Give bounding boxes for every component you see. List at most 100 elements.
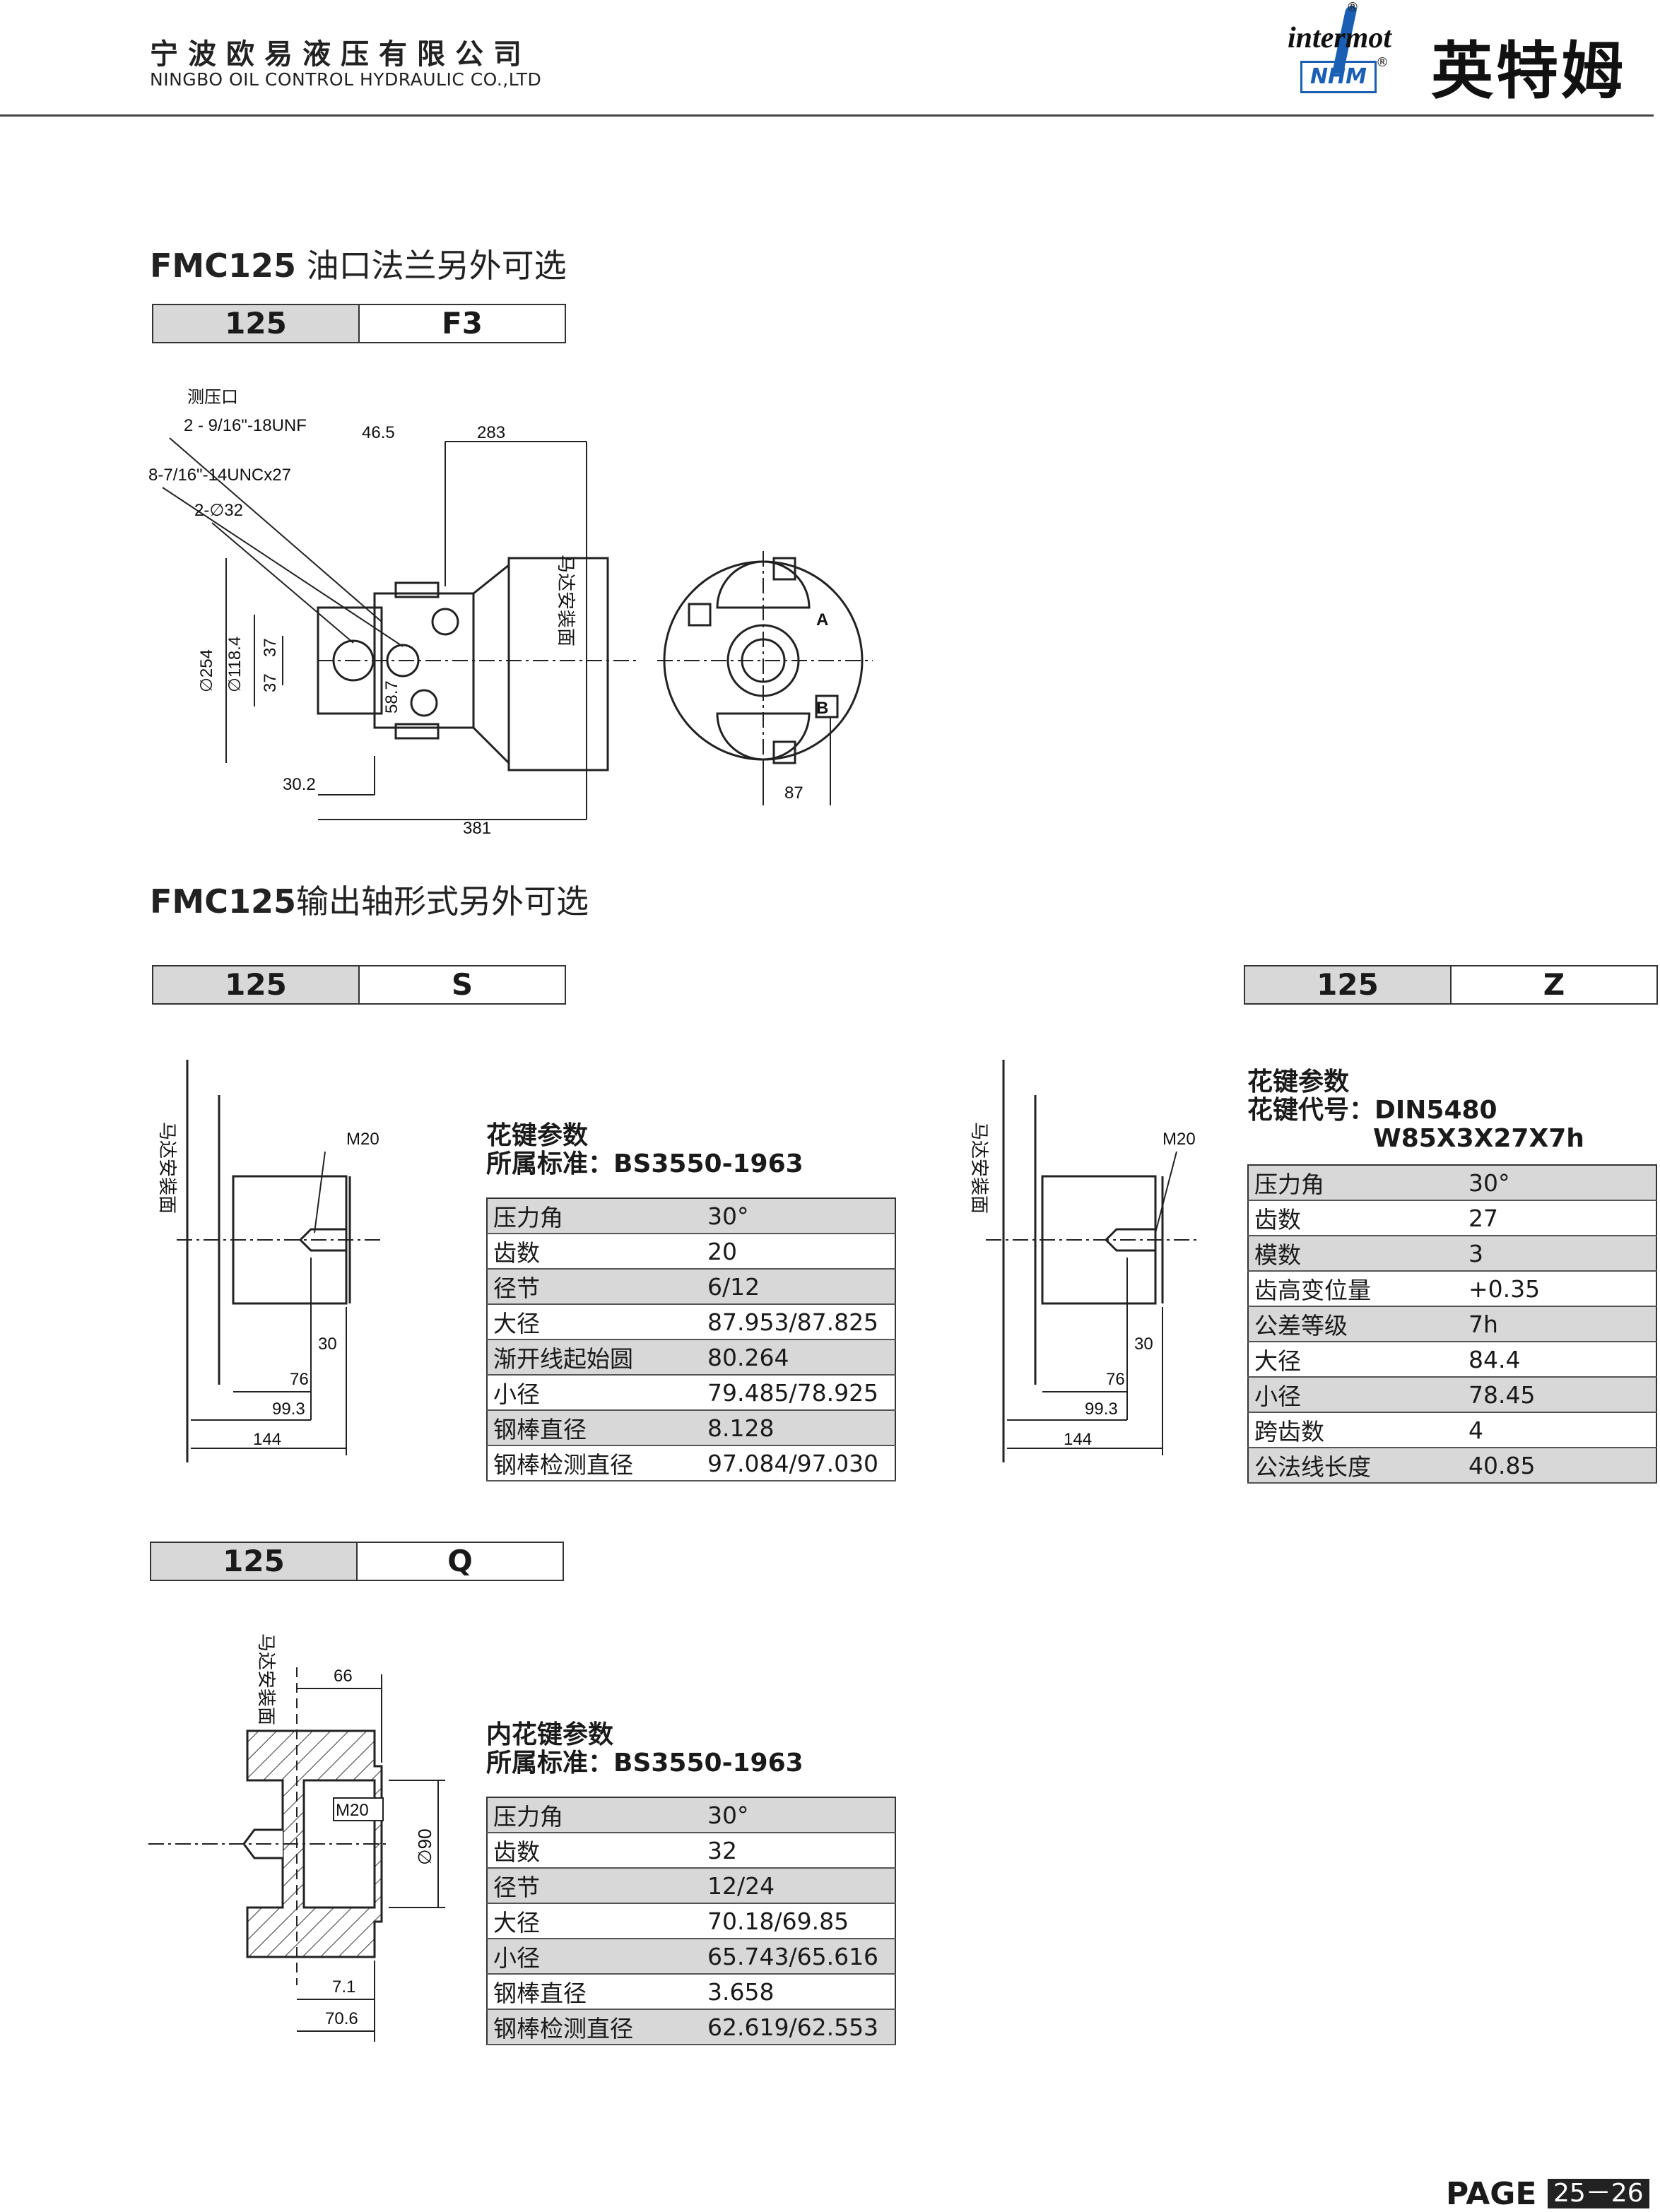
code-size: 125 bbox=[153, 966, 360, 1003]
page-label: PAGE bbox=[1446, 2176, 1537, 2212]
dim-283: 283 bbox=[477, 423, 505, 442]
shaft-z-drawing: M20 30 76 99.3 144 马达安装面 bbox=[969, 1060, 1198, 1462]
company-name-cn: 宁波欧易液压有限公司 bbox=[150, 38, 531, 71]
dim-30: 30 bbox=[318, 1335, 337, 1354]
section2-title-rest: 输出轴形式另外可选 bbox=[295, 882, 589, 921]
section2-model: FMC125 bbox=[150, 882, 296, 921]
dim-144: 144 bbox=[253, 1430, 281, 1449]
logo-nhm: NHM bbox=[1300, 61, 1377, 93]
code-size: 125 bbox=[1245, 966, 1452, 1003]
spline-z-params: 花键参数 花键代号：DIN5480 W85X3X27X7h bbox=[1247, 1068, 1584, 1153]
dim-144: 144 bbox=[1064, 1430, 1092, 1449]
dim-66: 66 bbox=[334, 1667, 353, 1686]
dim-76: 76 bbox=[1106, 1370, 1125, 1389]
spline-z-heading: 花键参数 bbox=[1247, 1067, 1350, 1096]
dim-76: 76 bbox=[290, 1370, 309, 1389]
dim-99-3: 99.3 bbox=[1085, 1400, 1118, 1419]
spline-z-code-value: W85X3X27X7h bbox=[1373, 1124, 1584, 1153]
dim-m20: M20 bbox=[346, 1130, 379, 1149]
code-box-q: 125 Q bbox=[150, 1542, 564, 1581]
label-bolt: 8-7/16"-14UNCx27 bbox=[148, 466, 291, 485]
code-option: F3 bbox=[442, 306, 483, 341]
shaft-q-drawing: 66 M20 7.1 70.6 ∅90 马达安装面 bbox=[148, 1633, 445, 2042]
shaft-s-drawing: M20 30 76 99.3 144 马达安装面 bbox=[157, 1060, 382, 1462]
dim-70-6: 70.6 bbox=[325, 2009, 358, 2028]
dim-30-2: 30.2 bbox=[283, 775, 316, 794]
spline-s-heading: 花键参数 bbox=[486, 1121, 589, 1150]
section1-title-rest: 油口法兰另外可选 bbox=[295, 247, 567, 285]
dim-58-7: 58.7 bbox=[382, 680, 401, 714]
code-option: Q bbox=[447, 1544, 473, 1578]
spline-q-params: 内花键参数 所属标准：BS3550-1963 bbox=[486, 1721, 803, 1778]
registered-mark: ® bbox=[1346, 0, 1359, 15]
spline-q-heading: 内花键参数 bbox=[486, 1720, 614, 1749]
motor-flange bbox=[507, 557, 609, 771]
spline-q-standard: 所属标准：BS3550-1963 bbox=[486, 1749, 803, 1778]
code-box-s: 125 S bbox=[152, 965, 566, 1005]
label-pressure-thread: 2 - 9/16"-18UNF bbox=[184, 416, 307, 435]
dim-118-4: ∅118.4 bbox=[225, 637, 245, 692]
section1-title: FMC125 油口法兰另外可选 bbox=[150, 240, 567, 287]
dim-46-5: 46.5 bbox=[362, 423, 395, 442]
dim-37-bottom: 37 bbox=[261, 673, 280, 692]
brand-name-cn: 英特姆 bbox=[1431, 35, 1627, 107]
header-divider bbox=[0, 114, 1654, 117]
spline-s-standard: 所属标准：BS3550-1963 bbox=[486, 1149, 803, 1178]
dim-254: ∅254 bbox=[197, 649, 216, 692]
port-a-label: A bbox=[816, 610, 828, 629]
table-row: 齿高变位量+0.35 bbox=[1248, 1271, 1656, 1307]
dim-87: 87 bbox=[784, 783, 803, 803]
company-name-en: NINGBO OIL CONTROL HYDRAULIC CO.,LTD bbox=[150, 69, 542, 90]
mount-face-label: 马达安装面 bbox=[157, 1122, 178, 1214]
code-option: Z bbox=[1543, 967, 1565, 1002]
motor-taper bbox=[472, 562, 510, 766]
mount-face-label: 马达安装面 bbox=[256, 1633, 277, 1725]
section1-model: FMC125 bbox=[150, 247, 296, 285]
dim-99-3: 99.3 bbox=[272, 1400, 305, 1419]
mount-face-label: 马达安装面 bbox=[555, 555, 577, 646]
mount-face-label: 马达安装面 bbox=[969, 1122, 990, 1214]
dim-90: ∅90 bbox=[414, 1828, 435, 1865]
flange-drawing: 测压口 2 - 9/16"-18UNF 8-7/16"-14UNCx27 2-∅… bbox=[148, 388, 873, 838]
dim-m20: M20 bbox=[336, 1801, 369, 1820]
code-box-f3: 125 F3 bbox=[152, 304, 566, 343]
dim-381: 381 bbox=[463, 819, 491, 838]
logo-intermot: intermot bbox=[1288, 22, 1392, 54]
registered-mark: ® bbox=[1376, 55, 1389, 70]
code-box-z: 125 Z bbox=[1244, 965, 1658, 1005]
section2-title: FMC125输出轴形式另外可选 bbox=[150, 876, 589, 923]
code-size: 125 bbox=[151, 1543, 358, 1580]
page-number: 25－26 bbox=[1548, 2179, 1649, 2208]
spline-z-code: 花键代号：DIN5480 bbox=[1247, 1096, 1497, 1125]
dim-37-top: 37 bbox=[261, 638, 280, 657]
dim-m20: M20 bbox=[1162, 1130, 1196, 1149]
spline-s-params: 花键参数 所属标准：BS3550-1963 bbox=[486, 1122, 803, 1178]
label-holes: 2-∅32 bbox=[194, 501, 243, 520]
port-b-label: B bbox=[816, 699, 828, 718]
code-size: 125 bbox=[153, 305, 360, 342]
dim-30: 30 bbox=[1134, 1335, 1153, 1354]
dim-7-1: 7.1 bbox=[332, 1977, 355, 1997]
code-option: S bbox=[451, 967, 473, 1002]
